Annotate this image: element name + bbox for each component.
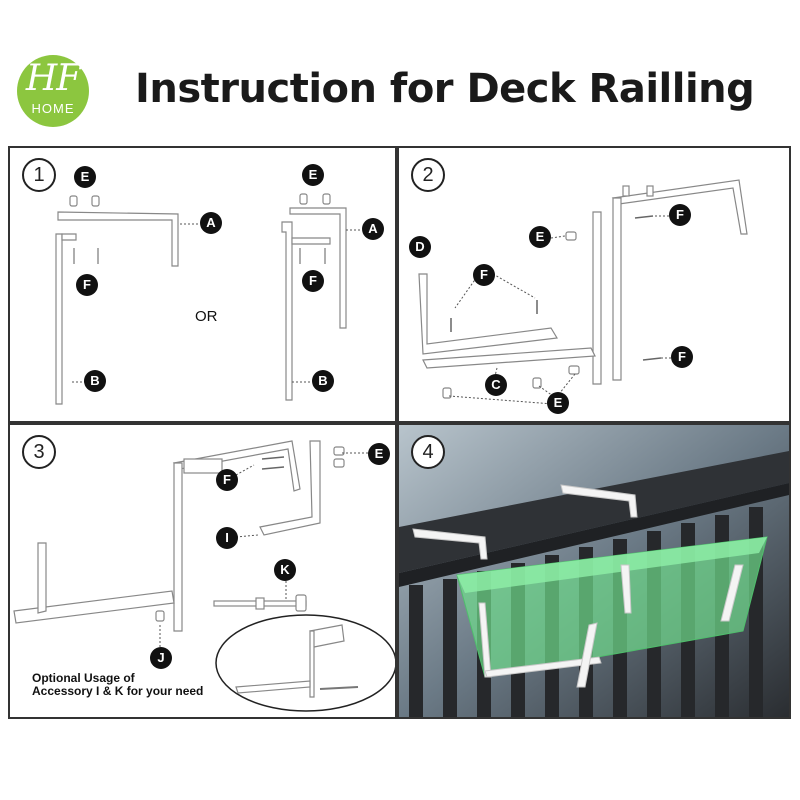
label-B: B (312, 370, 334, 392)
label-I: I (216, 527, 238, 549)
label-E: E (529, 226, 551, 248)
note-line-1: Optional Usage of (32, 671, 135, 685)
or-label: OR (195, 308, 218, 325)
installed-planter-photo (399, 425, 789, 717)
label-D: D (409, 236, 431, 258)
label-E: E (368, 443, 390, 465)
label-E: E (547, 392, 569, 414)
label-C: C (485, 374, 507, 396)
label-A: A (200, 212, 222, 234)
logo-mark: HF (25, 58, 81, 99)
label-A: A (362, 218, 384, 240)
step-2-illustration (418, 179, 748, 405)
logo-subtext: HOME (31, 101, 75, 116)
step-3-illustration (13, 440, 395, 712)
optional-usage-note: Optional Usage of Accessory I & K for yo… (32, 672, 203, 698)
label-J: J (150, 647, 172, 669)
note-line-2: Accessory I & K for your need (32, 684, 204, 698)
label-B: B (84, 370, 106, 392)
step-1-panel: 1 E A F (8, 146, 397, 423)
label-F: F (473, 264, 495, 286)
step-3-panel: 3 (8, 423, 397, 719)
label-F: F (76, 274, 98, 296)
label-K: K (274, 559, 296, 581)
label-F: F (216, 469, 238, 491)
step-2-panel: 2 (397, 146, 791, 423)
page-title: Instruction for Deck Railling (135, 66, 755, 112)
step-number: 4 (411, 435, 445, 469)
label-F: F (302, 270, 324, 292)
step-number: 1 (22, 158, 56, 192)
step-4-panel: 4 (397, 423, 791, 719)
label-E: E (74, 166, 96, 188)
step-number: 2 (411, 158, 445, 192)
label-F: F (671, 346, 693, 368)
label-E: E (302, 164, 324, 186)
brand-logo: HF HOME (17, 55, 89, 127)
label-F: F (669, 204, 691, 226)
step-1-illustration (55, 193, 362, 405)
step-number: 3 (22, 435, 56, 469)
